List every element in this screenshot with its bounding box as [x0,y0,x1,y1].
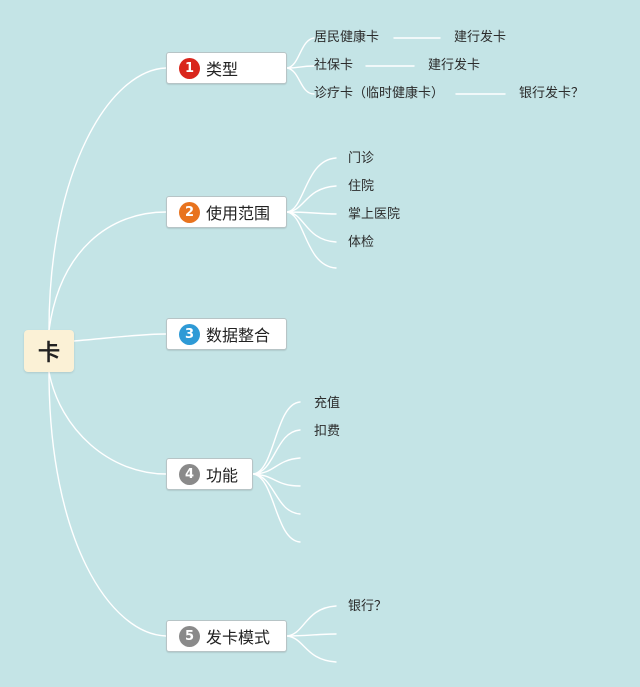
leaf-deduction[interactable]: 扣费 [314,424,341,439]
connector-root-branch4 [48,371,167,475]
leaf-issuer-ccb-2[interactable]: 建行发卡 [428,58,481,73]
connector-b1-c1 [286,37,315,69]
leaf-bank[interactable]: 银行？ [348,599,388,614]
connector-b5-c3 [286,635,337,663]
connector-root-branch1 [48,67,167,331]
connector-b4-c6 [252,473,301,543]
leaf-mobile-hospital[interactable]: 掌上医院 [348,207,401,222]
connector-root-branch5 [48,371,167,637]
leaf-resident-health-card[interactable]: 居民健康卡 [314,30,380,45]
leaf-outpatient[interactable]: 门诊 [348,151,375,166]
branch-node-usage-scope[interactable]: 2 使用范围 [166,196,287,228]
branch-label-type: 类型 [206,60,239,79]
connector-root-branch2 [48,211,167,331]
connector-root-branch3 [73,333,167,342]
leaf-inpatient[interactable]: 住院 [348,179,375,194]
leaf-issuer-bank[interactable]: 银行发卡？ [519,86,585,101]
branch-label-function: 功能 [206,466,239,485]
branch-node-function[interactable]: 4 功能 [166,458,253,490]
root-node[interactable]: 卡 [24,330,74,372]
branch-node-type[interactable]: 1 类型 [166,52,287,84]
leaf-issuer-ccb-1[interactable]: 建行发卡 [454,30,507,45]
connector-b4-c1 [252,401,301,475]
branch-label-issuing-mode: 发卡模式 [206,628,271,647]
branch-label-usage-scope: 使用范围 [206,204,271,223]
number-badge-3: 3 [179,323,200,345]
leaf-physical-exam[interactable]: 体检 [348,235,375,250]
number-badge-4: 4 [179,463,200,485]
number-badge-5: 5 [179,625,200,647]
number-badge-1: 1 [179,57,200,79]
leaf-social-security-card[interactable]: 社保卡 [314,58,354,73]
connector-b1-c3 [286,67,315,95]
branch-node-data-integration[interactable]: 3 数据整合 [166,318,287,350]
connector-b4-c5 [252,473,301,515]
connector-b5-c2 [286,633,337,637]
leaf-clinic-card[interactable]: 诊疗卡（临时健康卡） [314,86,445,101]
branch-node-issuing-mode[interactable]: 5 发卡模式 [166,620,287,652]
connector-b4-c3 [252,457,301,475]
connector-b5-c1 [286,605,337,637]
connector-b2-c2 [286,185,337,213]
branch-label-data-integration: 数据整合 [206,326,271,345]
root-label: 卡 [37,341,60,366]
connector-b2-c3 [286,211,337,215]
connector-b2-c1 [286,157,337,213]
connector-b2-c5 [286,211,337,269]
number-badge-2: 2 [179,201,200,223]
leaf-top-up[interactable]: 充值 [314,396,341,411]
connector-b4-c2 [252,429,301,475]
connector-b1-c2 [286,65,315,69]
